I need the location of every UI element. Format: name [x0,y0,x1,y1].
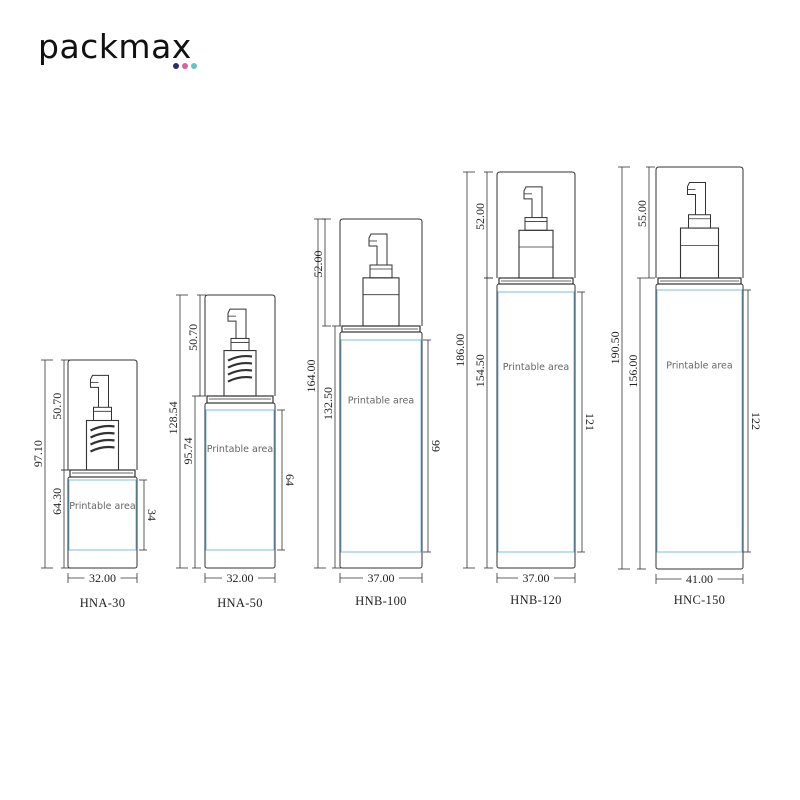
brand-name: packmax [38,27,192,66]
over-cap [496,171,576,278]
printable-area-label: Printable area [666,361,732,372]
printable-area-label: Printable area [69,501,135,512]
total-height-label: 97.10 [31,440,45,467]
bottle-hnb-100: Printable area 164.00 52.00 132.50 99 37.00HN… [304,218,443,608]
pump-closure [362,277,400,327]
over-cap [339,218,423,326]
brand-logo: packmax [38,30,192,63]
width-label-bg [84,572,121,584]
pump-actuator [687,182,706,215]
pump-actuator [523,186,543,218]
pump-spring-coil [227,375,253,383]
width-label-bg [363,572,399,584]
brand-dot [182,63,188,69]
pump-actuator [90,374,109,408]
over-cap [655,166,744,278]
bottle-collar [69,469,136,478]
body-height-label: 132.50 [321,387,335,420]
pump-height-label: 50.70 [50,393,64,420]
bottle-body [67,476,138,569]
printable-height-label: 64 [283,474,297,486]
printable-area [656,289,743,553]
printable-area [497,291,575,553]
bottles-layer: Printable area 97.10 50.70 64.30 34 32.00HNA-… [31,166,763,610]
body-height-label: 64.30 [50,488,64,515]
pump-neck [93,406,112,421]
width-label: 37.00 [523,571,550,585]
pump-spring-coil [227,368,253,376]
total-height-label: 128.54 [166,401,180,434]
printable-height-label: 121 [583,413,597,431]
pump-neck [230,337,250,352]
total-height-label: 186.00 [453,334,467,367]
pump-height-label: 52.00 [311,250,325,277]
pump-neck [524,217,548,231]
bottle-body [339,331,423,569]
printable-area [205,409,275,551]
pump-height-label: 50.70 [186,324,200,351]
pump-height-label: 55.00 [635,200,649,227]
bottle-hna-50: Printable area 128.54 50.70 95.74 64 32.00HNA… [166,294,297,610]
pump-neck [688,214,711,229]
printable-area-label: Printable area [207,444,273,455]
width-label: 32.00 [89,571,116,585]
width-label-bg [681,573,718,585]
total-height-label: 190.50 [608,331,622,364]
printable-area-label: Printable area [348,396,414,407]
bottle-hnc-150: Printable area 190.50 55.00 156.00 122 41.00H… [608,166,763,607]
over-cap [204,294,276,396]
brand-dots [173,63,197,69]
pump-spring-coil [227,361,253,369]
bottle-body [204,402,276,569]
bottle-model-name: HNB-120 [510,593,561,607]
body-height-label: 154.50 [473,354,487,387]
pump-neck [369,264,393,279]
bottle-hnb-120: Printable area 186.00 52.00 154.50 121 37.00H… [453,171,597,607]
width-label: 32.00 [227,571,254,585]
pump-actuator [368,233,388,266]
total-height-label: 164.00 [304,360,318,393]
pump-actuator [227,308,247,339]
width-label-bg [518,572,554,584]
bottle-model-name: HNA-30 [80,596,126,610]
pump-closure [518,229,554,279]
body-height-label: 95.74 [181,438,195,465]
width-label: 37.00 [368,571,395,585]
bottle-body [496,283,576,569]
brand-dot [173,63,179,69]
printable-area [68,479,137,551]
pump-spring-coil [90,438,115,446]
bottle-collar [206,395,274,404]
over-cap [67,359,138,470]
printable-area [340,339,422,553]
width-label-bg [222,572,258,584]
pump-spring-coil [90,431,115,439]
bottle-hna-30: Printable area 97.10 50.70 64.30 34 32.00HNA-… [31,359,159,610]
pump-spring-coil [90,424,115,432]
printable-height-label: 99 [429,440,443,452]
brand-dot [191,63,197,69]
bottle-model-name: HNA-50 [217,596,263,610]
printable-area-label: Printable area [503,362,569,373]
pump-closure [679,227,720,279]
bottle-model-name: HNB-100 [355,594,406,608]
width-label: 41.00 [686,572,713,586]
pump-spring-coil [227,354,253,362]
body-height-label: 156.00 [626,355,640,388]
pump-height-label: 52.00 [473,203,487,230]
bottle-model-name: HNC-150 [674,593,725,607]
pump-spring-coil [90,445,115,453]
printable-height-label: 34 [145,509,159,521]
printable-height-label: 122 [749,412,763,430]
bottle-body [655,283,744,570]
